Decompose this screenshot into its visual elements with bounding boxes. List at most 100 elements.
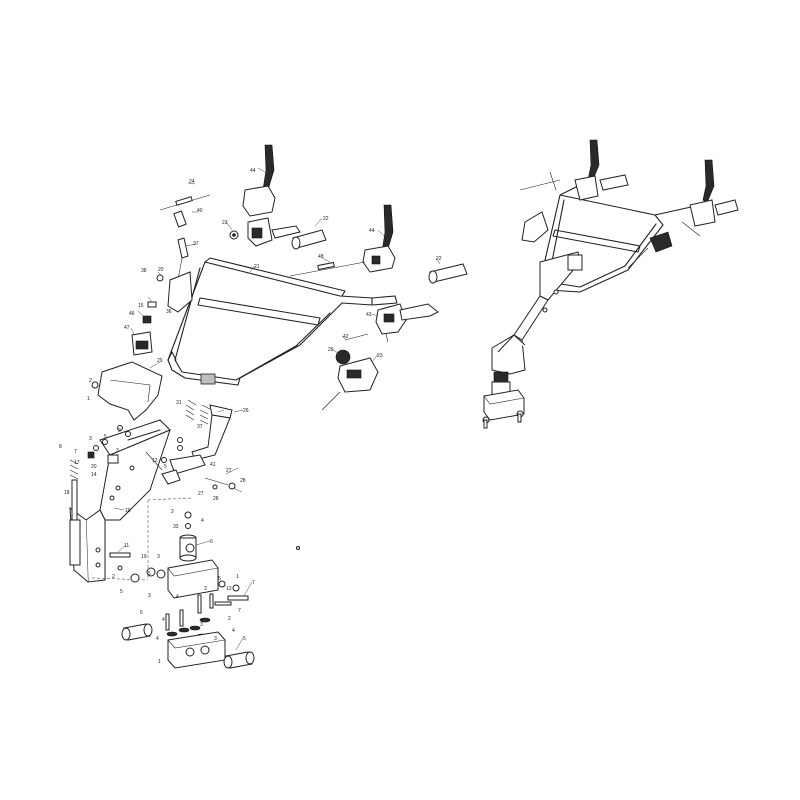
brake-lever-assembly bbox=[375, 303, 439, 343]
callout-28a: 28 bbox=[240, 478, 246, 484]
callout-5e: 5 bbox=[218, 576, 221, 582]
control-cables bbox=[159, 194, 369, 341]
control-lever-right bbox=[362, 204, 396, 273]
callout-labels: 44 24 40 22 23 44 37 21 48 22 38 20 15 3… bbox=[59, 168, 442, 665]
bushing-right bbox=[223, 651, 255, 669]
assembled-controls bbox=[519, 139, 739, 269]
callout-3a: 3 bbox=[89, 436, 92, 442]
lower-bolts bbox=[165, 593, 214, 639]
callout-40: 40 bbox=[197, 208, 203, 214]
callout-4d: 4 bbox=[232, 628, 235, 634]
callout-14: 14 bbox=[91, 472, 97, 478]
upper-left-small-parts bbox=[131, 210, 193, 356]
callout-18: 18 bbox=[64, 490, 70, 496]
callout-24: 24 bbox=[189, 179, 195, 185]
callout-27b: 27 bbox=[198, 491, 204, 497]
callout-38: 38 bbox=[141, 268, 147, 274]
callout-2c: 2 bbox=[171, 509, 174, 515]
pivot-side-fasteners bbox=[109, 552, 166, 583]
callout-13: 13 bbox=[226, 586, 232, 592]
callout-44b: 44 bbox=[369, 228, 375, 234]
callout-3b: 3 bbox=[116, 448, 119, 454]
assembled-base bbox=[482, 371, 525, 429]
callout-36: 36 bbox=[166, 309, 172, 315]
callout-2d: 2 bbox=[112, 574, 115, 580]
callout-3f: 3 bbox=[200, 622, 203, 628]
callout-22a: 22 bbox=[323, 216, 329, 222]
callout-23b: 23 bbox=[377, 353, 383, 359]
callout-15: 15 bbox=[138, 303, 144, 309]
pivot-bracket bbox=[167, 511, 300, 599]
bracket-column bbox=[69, 419, 171, 583]
callout-1c: 1 bbox=[158, 659, 161, 665]
callout-37: 37 bbox=[193, 241, 199, 247]
callout-5d: 5 bbox=[120, 589, 123, 595]
assembled-column bbox=[491, 251, 583, 375]
callout-47: 47 bbox=[124, 325, 130, 331]
callout-5c: 5 bbox=[148, 571, 151, 577]
exploded-view bbox=[69, 144, 468, 669]
callout-20b: 20 bbox=[91, 464, 97, 470]
callout-23a: 23 bbox=[222, 220, 228, 226]
frame-bracket bbox=[200, 373, 216, 385]
callout-17: 17 bbox=[74, 460, 80, 466]
callout-44a: 44 bbox=[250, 168, 256, 174]
callout-33: 33 bbox=[173, 524, 179, 530]
callout-4c: 4 bbox=[162, 617, 165, 623]
callout-46: 46 bbox=[129, 311, 135, 317]
spring-shaft bbox=[69, 459, 81, 566]
callout-4a: 4 bbox=[201, 518, 204, 524]
assembled-view bbox=[482, 139, 739, 429]
callout-5f: 5 bbox=[140, 610, 143, 616]
callout-28b: 28 bbox=[213, 496, 219, 502]
callout-21a: 21 bbox=[254, 264, 260, 270]
control-lever-left bbox=[229, 144, 301, 247]
callout-26: 26 bbox=[243, 408, 249, 414]
callout-12: 12 bbox=[152, 458, 158, 464]
callout-48: 48 bbox=[318, 254, 324, 260]
callout-1b: 1 bbox=[236, 574, 239, 580]
callout-3d: 3 bbox=[148, 593, 151, 599]
callout-4b: 4 bbox=[176, 594, 179, 600]
callout-1a: 1 bbox=[87, 396, 90, 402]
callout-7b: 7 bbox=[252, 580, 255, 586]
pivot-bolts-right bbox=[214, 580, 249, 606]
shroud-cover bbox=[91, 361, 163, 421]
callout-29: 29 bbox=[157, 358, 163, 364]
column-fasteners bbox=[87, 425, 183, 471]
callout-3c: 3 bbox=[157, 554, 160, 560]
callout-31: 31 bbox=[176, 400, 182, 406]
callout-2e: 2 bbox=[228, 616, 231, 622]
pedal-bracket bbox=[161, 404, 236, 490]
callout-11: 11 bbox=[124, 543, 129, 549]
handle-grip-left bbox=[291, 229, 327, 250]
callout-6: 6 bbox=[210, 539, 213, 545]
bushing-left bbox=[121, 623, 153, 641]
callout-10: 10 bbox=[125, 508, 131, 514]
callout-3e: 3 bbox=[204, 586, 207, 592]
callout-7c: 7 bbox=[238, 608, 241, 614]
callout-43: 43 bbox=[366, 312, 372, 318]
callout-3g: 3 bbox=[214, 636, 217, 642]
callout-19: 19 bbox=[141, 554, 147, 560]
springs bbox=[185, 399, 211, 425]
handle-grip-right bbox=[428, 263, 468, 284]
callout-5g: 5 bbox=[243, 636, 246, 642]
callout-2a: 2 bbox=[89, 378, 92, 384]
throttle-assembly bbox=[321, 349, 379, 411]
callout-5a: 5 bbox=[104, 434, 107, 440]
callout-27a: 27 bbox=[226, 468, 232, 474]
callout-8: 8 bbox=[59, 444, 62, 450]
callout-7a: 7 bbox=[74, 449, 77, 455]
handlebar-frame bbox=[167, 257, 398, 386]
callout-25: 25 bbox=[328, 347, 334, 353]
callout-4e: 4 bbox=[156, 636, 159, 642]
callout-22b: 22 bbox=[436, 256, 442, 262]
callout-20a: 20 bbox=[158, 267, 164, 273]
callout-leaders bbox=[113, 167, 441, 651]
callout-41: 41 bbox=[210, 462, 216, 468]
callout-42: 42 bbox=[343, 334, 349, 340]
callout-5b: 5 bbox=[164, 464, 167, 470]
callout-37b: 37 bbox=[197, 424, 203, 430]
